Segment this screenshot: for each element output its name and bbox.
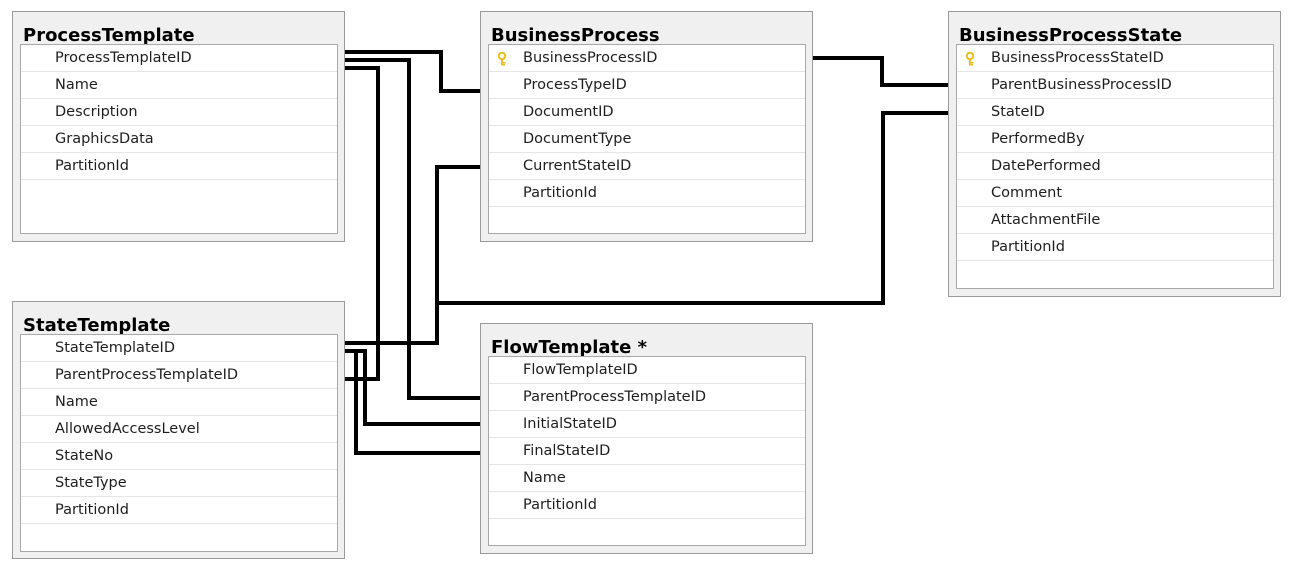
column-row[interactable]: GraphicsData: [21, 126, 337, 153]
column-name: Name: [55, 77, 98, 93]
table-title: StateTemplate: [23, 315, 171, 336]
column-grid: BusinessProcessStateID ParentBusinessProc…: [956, 44, 1274, 289]
column-row[interactable]: InitialStateID: [489, 411, 805, 438]
column-row[interactable]: DocumentID: [489, 99, 805, 126]
column-row[interactable]: StateTemplateID: [21, 335, 337, 362]
column-row[interactable]: Name: [489, 465, 805, 492]
column-row[interactable]: ProcessTypeID: [489, 72, 805, 99]
column-name: PartitionId: [991, 239, 1065, 255]
column-row[interactable]: FlowTemplateID: [489, 357, 805, 384]
column-row[interactable]: Name: [21, 389, 337, 416]
relationship-statetemplate-businessprocess: [343, 165, 485, 345]
column-name: Description: [55, 104, 138, 120]
column-name: PartitionId: [55, 502, 129, 518]
column-name: BusinessProcessID: [523, 50, 658, 66]
table-businessprocess[interactable]: BusinessProcess BusinessProcessID Process…: [480, 11, 813, 242]
column-row[interactable]: PartitionId: [957, 234, 1273, 261]
column-name: StateNo: [55, 448, 114, 464]
column-row[interactable]: PartitionId: [21, 153, 337, 180]
column-row[interactable]: ProcessTemplateID: [21, 45, 337, 72]
column-name: PartitionId: [55, 158, 129, 174]
column-row[interactable]: StateType: [21, 470, 337, 497]
table-flowtemplate[interactable]: FlowTemplate * FlowTemplateID ParentProce…: [480, 323, 813, 554]
column-grid: FlowTemplateID ParentProcessTemplateID Ini…: [488, 356, 806, 546]
column-row[interactable]: FinalStateID: [489, 438, 805, 465]
column-name: GraphicsData: [55, 131, 154, 147]
column-name: AttachmentFile: [991, 212, 1101, 228]
relationship-processtemplate-flowtemplate: [343, 58, 485, 400]
column-name: PerformedBy: [991, 131, 1085, 147]
table-statetemplate[interactable]: StateTemplate StateTemplateID ParentProce…: [12, 301, 345, 559]
column-name: ParentProcessTemplateID: [55, 367, 239, 383]
key-icon: [965, 51, 975, 66]
table-title: BusinessProcessState: [959, 25, 1183, 46]
column-row[interactable]: DocumentType: [489, 126, 805, 153]
column-name: ProcessTypeID: [523, 77, 627, 93]
column-name: Name: [55, 394, 98, 410]
column-name: FinalStateID: [523, 443, 611, 459]
relationship-businessprocess-state: [812, 56, 954, 87]
column-row[interactable]: StateNo: [21, 443, 337, 470]
column-name: AllowedAccessLevel: [55, 421, 200, 437]
column-row[interactable]: BusinessProcessStateID: [957, 45, 1273, 72]
column-row[interactable]: ParentProcessTemplateID: [21, 362, 337, 389]
column-row[interactable]: PartitionId: [489, 492, 805, 519]
column-grid: BusinessProcessID ProcessTypeID DocumentID…: [488, 44, 806, 234]
column-row[interactable]: PartitionId: [21, 497, 337, 524]
key-icon: [497, 51, 507, 66]
column-row[interactable]: Name: [21, 72, 337, 99]
table-title: FlowTemplate *: [491, 337, 648, 358]
relationship-processtemplate-statetemplate: [343, 66, 380, 381]
column-name: StateTemplateID: [55, 340, 175, 356]
column-row[interactable]: StateID: [957, 99, 1273, 126]
column-row[interactable]: ParentBusinessProcessID: [957, 72, 1273, 99]
column-name: Comment: [991, 185, 1063, 201]
relationship-statetemplate-flow-final: [354, 351, 485, 455]
column-name: StateID: [991, 104, 1045, 120]
column-name: PartitionId: [523, 497, 597, 513]
column-row[interactable]: Description: [21, 99, 337, 126]
column-row[interactable]: DatePerformed: [957, 153, 1273, 180]
column-name: DocumentType: [523, 131, 632, 147]
column-name: BusinessProcessStateID: [991, 50, 1164, 66]
column-name: DocumentID: [523, 104, 614, 120]
column-row[interactable]: CurrentStateID: [489, 153, 805, 180]
column-row[interactable]: Comment: [957, 180, 1273, 207]
table-businessprocessstate[interactable]: BusinessProcessState BusinessProcessStat…: [948, 11, 1281, 297]
column-row[interactable]: ParentProcessTemplateID: [489, 384, 805, 411]
column-name: InitialStateID: [523, 416, 617, 432]
column-name: ParentProcessTemplateID: [523, 389, 707, 405]
relationship-processtemplate-businessprocess: [343, 50, 485, 93]
column-name: CurrentStateID: [523, 158, 632, 174]
column-name: FlowTemplateID: [523, 362, 638, 378]
column-row[interactable]: PerformedBy: [957, 126, 1273, 153]
column-name: PartitionId: [523, 185, 597, 201]
column-row[interactable]: AttachmentFile: [957, 207, 1273, 234]
column-name: StateType: [55, 475, 127, 491]
relationship-statetemplate-flow-initial: [343, 349, 485, 426]
column-name: Name: [523, 470, 566, 486]
table-title: BusinessProcess: [491, 25, 660, 46]
column-name: ProcessTemplateID: [55, 50, 192, 66]
column-row[interactable]: AllowedAccessLevel: [21, 416, 337, 443]
column-name: DatePerformed: [991, 158, 1101, 174]
column-grid: StateTemplateID ParentProcessTemplateID Na…: [20, 334, 338, 552]
column-row[interactable]: PartitionId: [489, 180, 805, 207]
column-name: ParentBusinessProcessID: [991, 77, 1172, 93]
column-row[interactable]: BusinessProcessID: [489, 45, 805, 72]
table-title: ProcessTemplate: [23, 25, 195, 46]
